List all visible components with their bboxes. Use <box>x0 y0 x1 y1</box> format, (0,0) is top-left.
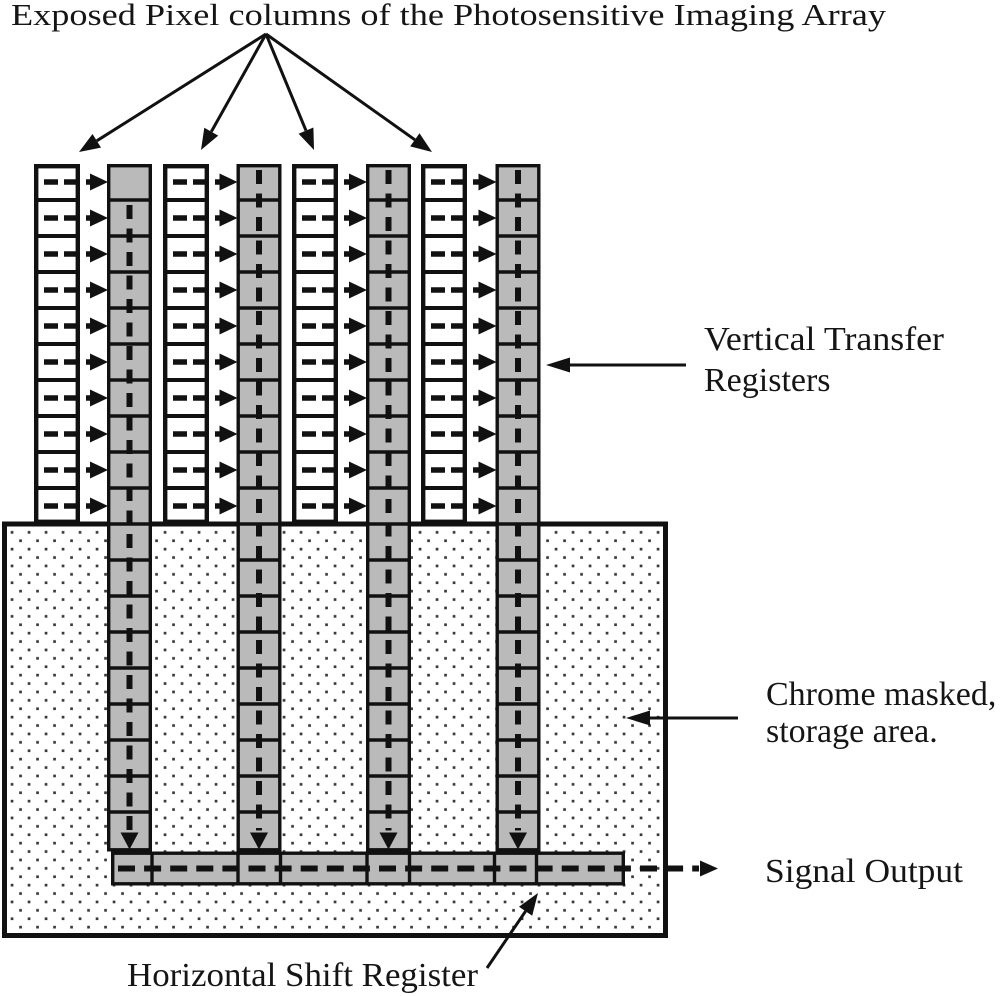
svg-text:Vertical Transfer: Vertical Transfer <box>704 321 945 358</box>
svg-text:Exposed Pixel columns of the P: Exposed Pixel columns of the Photosensit… <box>11 0 887 32</box>
svg-text:Horizontal Shift Register: Horizontal Shift Register <box>127 957 479 994</box>
svg-text:Signal Output: Signal Output <box>765 853 964 890</box>
svg-text:Chrome masked,: Chrome masked, <box>766 676 996 713</box>
svg-text:storage area.: storage area. <box>766 713 938 750</box>
svg-text:Registers: Registers <box>704 362 831 399</box>
